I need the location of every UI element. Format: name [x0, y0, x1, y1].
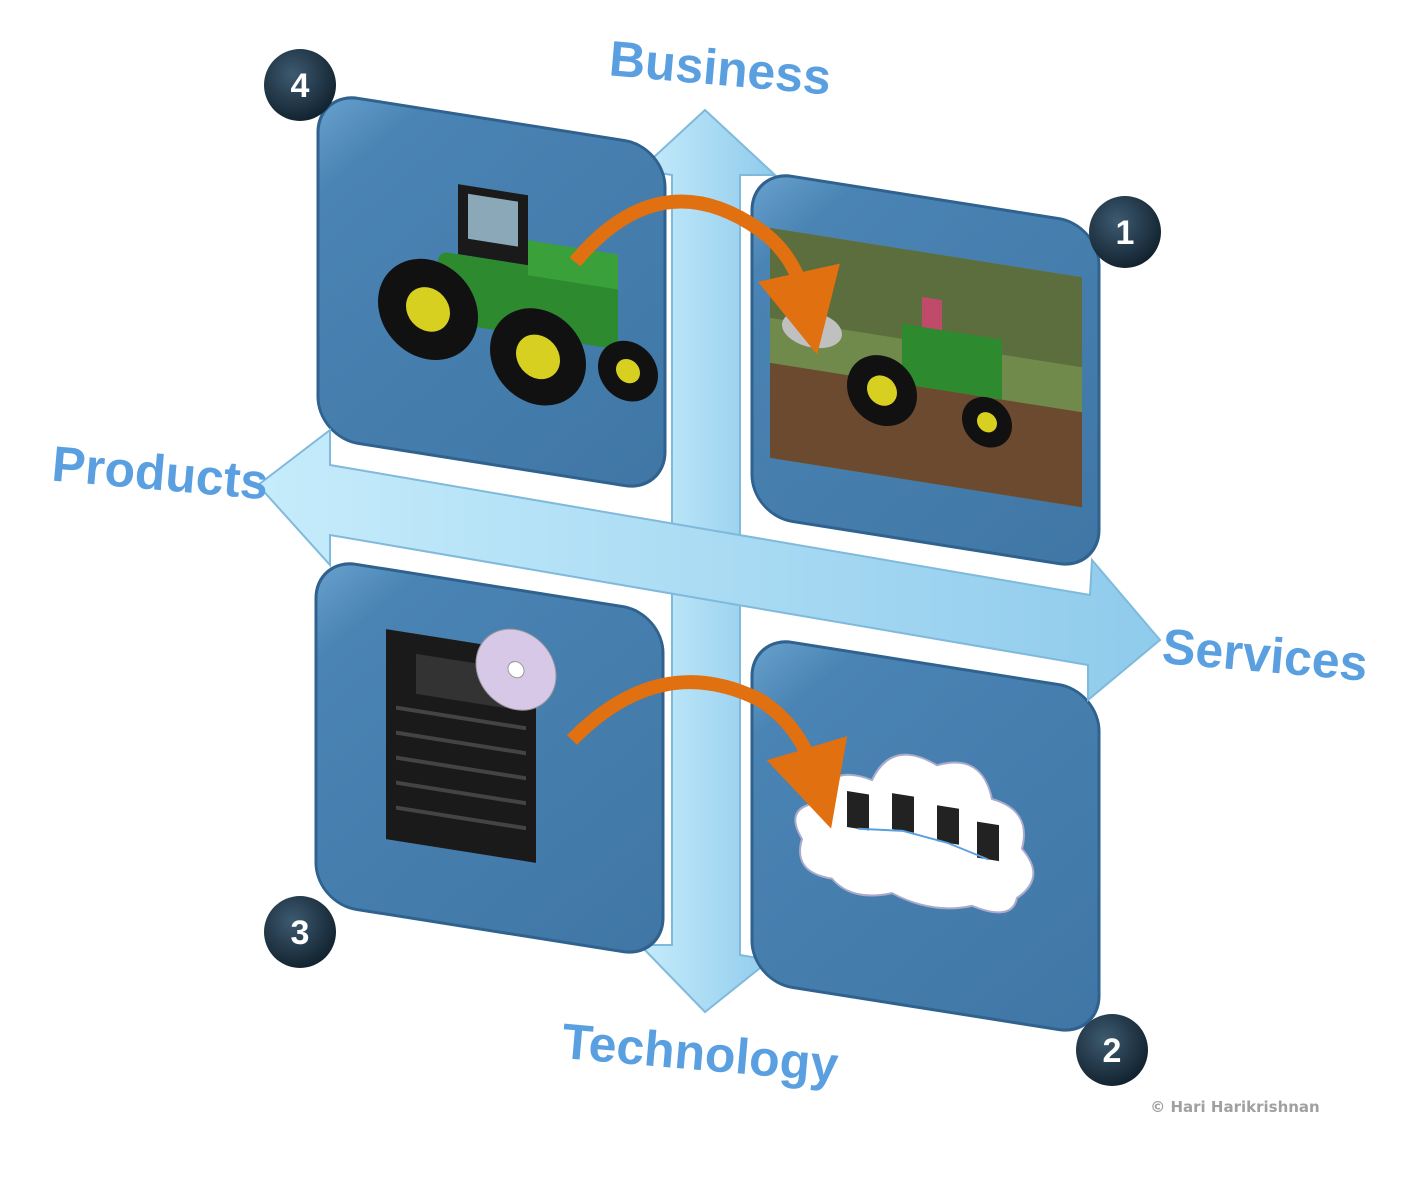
quadrant-4-panel	[316, 96, 667, 488]
copyright-text: © Hari Harikrishnan	[1150, 1098, 1319, 1116]
cd-disc-icon	[475, 628, 557, 711]
svg-text:4: 4	[291, 67, 310, 105]
badge-1: 1	[1089, 196, 1161, 268]
axis-label-technology: Technology	[560, 1013, 841, 1093]
quadrant-3-panel	[314, 562, 665, 954]
svg-text:2: 2	[1103, 1032, 1122, 1070]
axis-label-services: Services	[1160, 618, 1370, 692]
transition-arrow-bottom	[566, 675, 848, 829]
tractor-image	[378, 184, 658, 406]
axis-label-business: Business	[607, 30, 833, 105]
badge-4: 4	[264, 49, 336, 121]
products-services-arrow	[256, 427, 1162, 703]
quadrant-2-panel	[750, 640, 1101, 1032]
cloud-servers-image	[794, 753, 1035, 914]
transition-arrow-top	[569, 194, 840, 355]
quadrant-1-panel	[750, 174, 1101, 566]
axis-label-products: Products	[50, 436, 271, 511]
svg-text:1: 1	[1116, 214, 1135, 252]
badge-3: 3	[264, 896, 336, 968]
badge-2: 2	[1076, 1014, 1148, 1086]
svg-text:3: 3	[291, 914, 310, 952]
